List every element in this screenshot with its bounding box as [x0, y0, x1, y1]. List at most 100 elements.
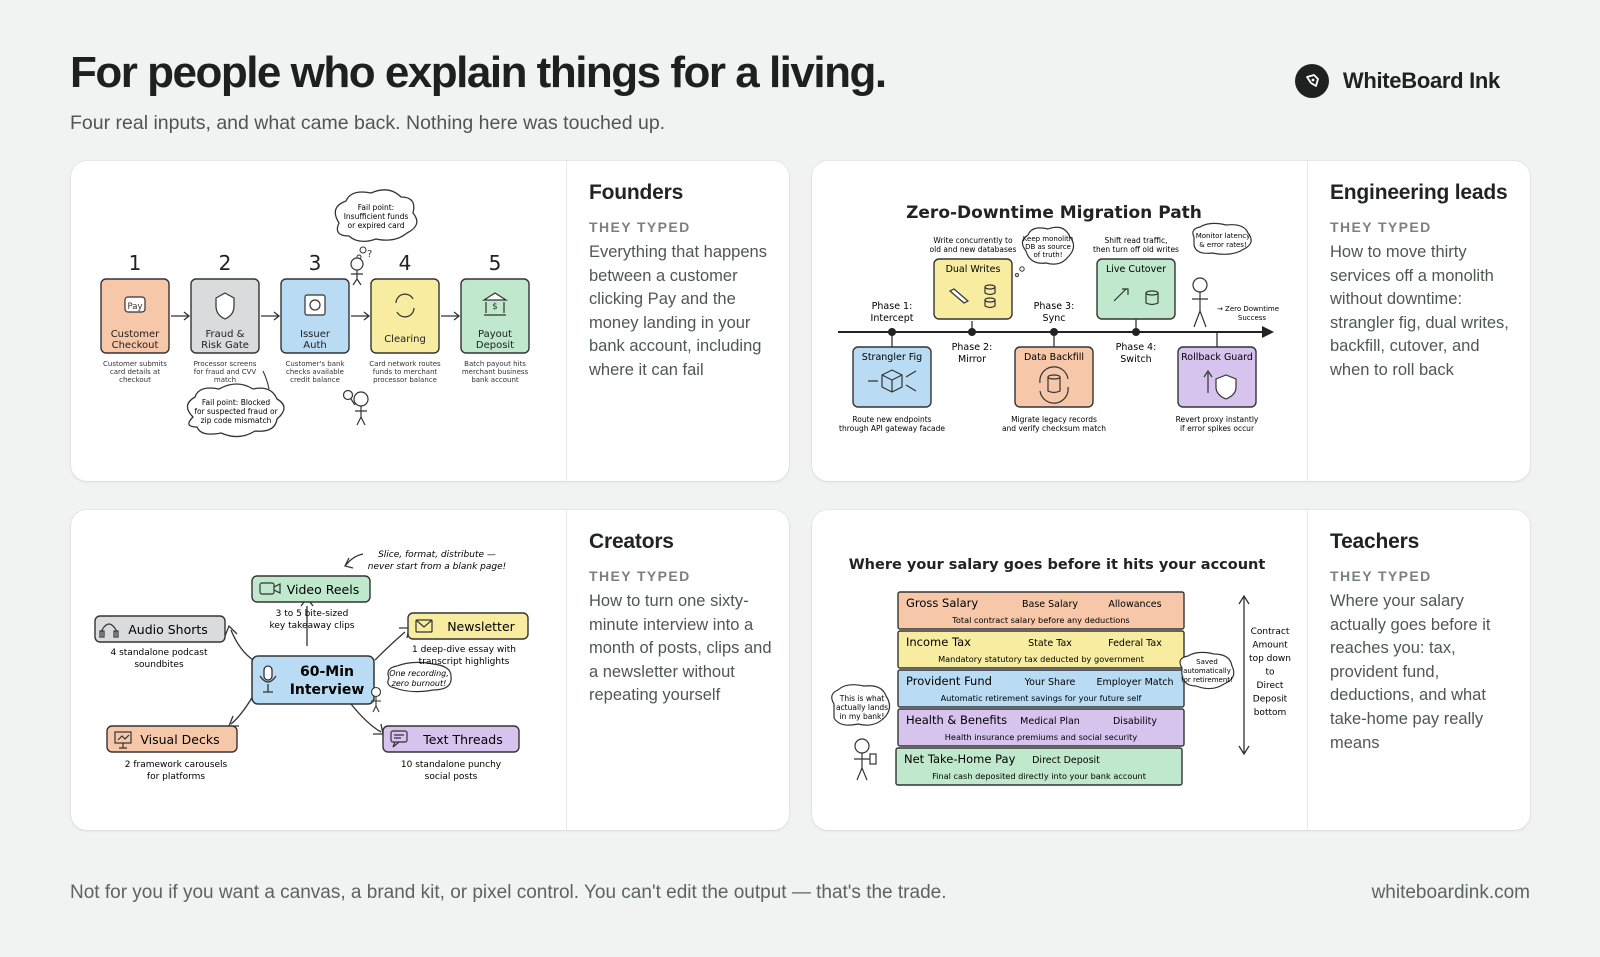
brand-name: WhiteBoard Ink: [1342, 68, 1500, 93]
fail-top-line-1: Fail point:: [358, 203, 394, 212]
one-recording-bubble: One recording, zero burnout!: [387, 661, 452, 693]
step-number: 1: [129, 251, 142, 275]
card-typed-teachers: Where your salary actually goes before i…: [1330, 592, 1491, 752]
monitor-bubble-1: Monitor latency: [1196, 232, 1251, 240]
strangler-fig-note-2: through API gateway facade: [839, 424, 945, 433]
phase-4-label: Phase 4:: [1116, 342, 1157, 353]
monitor-bubble-2: & error rates!: [1199, 241, 1247, 249]
center-interview-node: [251, 655, 375, 705]
card-audience-founders: Founders: [589, 181, 684, 204]
fail-bottom-line-3: zip code mismatch: [201, 416, 272, 425]
flow-arrow-icon: [351, 311, 371, 321]
salary-layer-desc: Total contract salary before any deducti…: [951, 615, 1129, 625]
card-typed-creators: How to turn one sixty-minute interview i…: [589, 592, 772, 705]
fail-point-bubble-bottom: Fail point: Blocked for suspected fraud …: [186, 370, 285, 438]
step-number: 2: [219, 251, 232, 275]
step-number: 3: [309, 251, 322, 275]
salary-layer-box: [897, 591, 1185, 630]
step-desc-2: for fraud and CVV: [194, 368, 257, 376]
salary-layer-item-1: Medical Plan: [1020, 716, 1080, 727]
step-label-1: Issuer: [300, 329, 331, 340]
salary-layer-label: Provident Fund: [906, 674, 992, 688]
side-label-line: top down: [1249, 654, 1291, 664]
step-desc-2: card details at: [110, 368, 160, 376]
monolith-bubble-3: of truth!: [1033, 251, 1062, 259]
salary-layer-label: Health & Benefits: [906, 713, 1007, 727]
mind-map-connectors: [224, 553, 410, 735]
lands-in-bank-bubble: This is what actually lands in my bank!: [831, 684, 891, 726]
they-typed-label: THEY TYPED: [1330, 568, 1432, 584]
stick-figure-icon: [1192, 277, 1208, 328]
dual-writes-label: Dual Writes: [946, 264, 1001, 275]
newsletter-label: Newsletter: [447, 619, 515, 634]
text-threads-node: [382, 725, 520, 753]
presentation-icon: [114, 731, 132, 749]
envelope-icon: [415, 619, 433, 633]
rollback-guard-note-2: if error spikes occur: [1180, 424, 1255, 433]
phase-3-sub: Sync: [1043, 313, 1066, 324]
salary-layer-box: [897, 708, 1185, 747]
video-reels-node: [251, 575, 371, 603]
audio-shorts-desc-1: 4 standalone podcast: [111, 648, 208, 658]
bubble-right-2: automatically: [1183, 667, 1231, 675]
salary-layer-item-1: Your Share: [1024, 677, 1076, 688]
step-icon-text: $: [492, 302, 497, 312]
safe-vault-icon: [304, 294, 326, 316]
monitor-bubble: Monitor latency & error rates!: [1192, 222, 1252, 255]
flow-arrow-icon: [441, 311, 461, 321]
step-number: 5: [489, 251, 502, 275]
brand[interactable]: WhiteBoard Ink: [1294, 64, 1500, 98]
timeline-arrow-icon: [1262, 326, 1274, 338]
footer-url-link[interactable]: whiteboardink.com: [1371, 882, 1530, 903]
headphones-icon: [99, 623, 119, 638]
payment-step-box: [370, 278, 440, 354]
step-desc-2: funds to merchant: [373, 368, 438, 376]
refresh-arrows-icon: [395, 293, 415, 318]
card-teachers: Where your salary goes before it hits yo…: [812, 510, 1530, 830]
step-desc-1: Card network routes: [369, 360, 441, 368]
chat-bubble-icon: [390, 730, 408, 748]
pay-card-icon: [124, 296, 146, 313]
text-threads-desc-1: 10 standalone punchy: [401, 760, 502, 770]
card-engineering: Zero-Downtime Migration Path Phase 1: In…: [812, 161, 1530, 481]
stick-figure-magnifier-icon: [342, 389, 369, 426]
live-cutover-note-1: Shift read traffic,: [1104, 236, 1167, 245]
salary-layer-label: Net Take-Home Pay: [904, 752, 1016, 766]
step-icon-text: Pay: [128, 302, 143, 312]
bubble-left-1: This is what: [839, 694, 885, 703]
step-desc-2: merchant business: [462, 368, 529, 376]
bubble-right-1: Saved: [1196, 658, 1218, 666]
card-typed-founders: Everything that happens between a custom…: [589, 243, 767, 379]
pen-nib-icon: [1294, 64, 1329, 98]
success-note-2: Success: [1238, 314, 1267, 322]
salary-layer-item-1: Direct Deposit: [1032, 755, 1100, 766]
bubble-left-2: actually lands: [836, 703, 888, 712]
phase-2-label: Phase 2:: [952, 342, 993, 353]
microphone-icon: [259, 665, 277, 693]
teachers-salary-diagram: Where your salary goes before it hits yo…: [812, 510, 1308, 830]
salary-layer-box: [895, 747, 1183, 786]
text-threads-label: Text Threads: [422, 732, 502, 747]
live-cutover-label: Live Cutover: [1106, 264, 1166, 275]
step-desc-1: Customer's bank: [285, 360, 345, 368]
side-label-line: Deposit: [1253, 695, 1288, 705]
step-desc-1: Batch payout hits: [464, 360, 526, 368]
data-backfill-note-1: Migrate legacy records: [1011, 415, 1097, 424]
visual-decks-node: [106, 725, 238, 753]
monolith-bubble: Keep monolith DB as source of truth!: [1015, 226, 1075, 277]
data-backfill-note-2: and verify checksum match: [1002, 424, 1106, 433]
salary-layer-label: Gross Salary: [906, 596, 978, 610]
newsletter-desc-1: 1 deep-dive essay with: [412, 645, 516, 655]
shield-alert-icon: [215, 292, 235, 320]
creators-content-map: Slice, format, distribute — never start …: [71, 510, 567, 830]
salary-layer-desc: Mandatory statutory tax deducted by gove…: [938, 654, 1145, 664]
phase-3-label: Phase 3:: [1034, 301, 1075, 312]
salary-layer-desc: Final cash deposited directly into your …: [932, 771, 1147, 781]
